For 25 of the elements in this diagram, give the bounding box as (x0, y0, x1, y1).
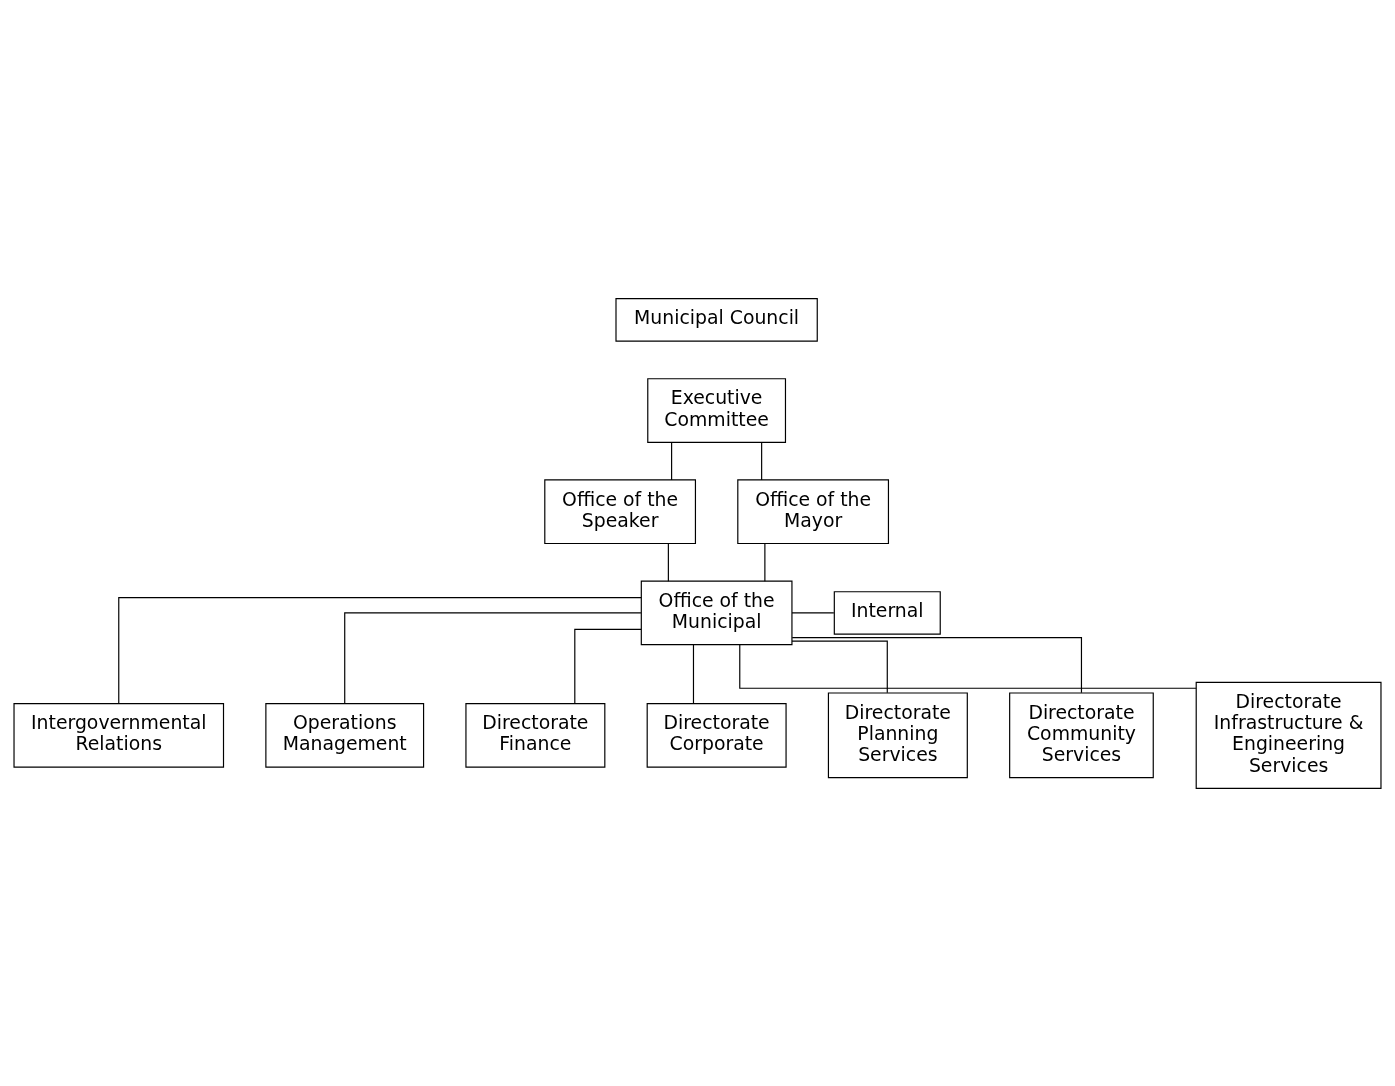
connector (739, 643, 1197, 689)
connector (671, 441, 673, 480)
node-box: Directorate Finance (465, 702, 606, 768)
connector (667, 542, 669, 582)
node-box: Directorate Community Services (1009, 691, 1154, 778)
node-box: Directorate Corporate (646, 702, 787, 768)
node-box: Executive Committee (647, 377, 787, 443)
node-box: Office of the Municipal (640, 580, 793, 645)
connector (118, 596, 642, 704)
node-box: Municipal Council (615, 297, 818, 342)
node-box: Directorate Planning Services (827, 691, 968, 778)
connector (791, 640, 888, 693)
node-box: Intergovernmental Relations (13, 702, 225, 768)
node-box: Directorate Infrastructure & Engineering Services (1195, 681, 1382, 789)
node-box: Internal (833, 590, 941, 635)
connector (574, 628, 642, 704)
connector (344, 611, 642, 704)
node-box: Office of the Mayor (737, 478, 890, 544)
connector (791, 611, 835, 614)
connector (791, 636, 1083, 693)
connector (692, 643, 695, 704)
connector (761, 441, 763, 480)
node-box: Operations Management (265, 702, 425, 768)
node-box: Office of the Speaker (544, 478, 697, 544)
connector (764, 542, 766, 582)
